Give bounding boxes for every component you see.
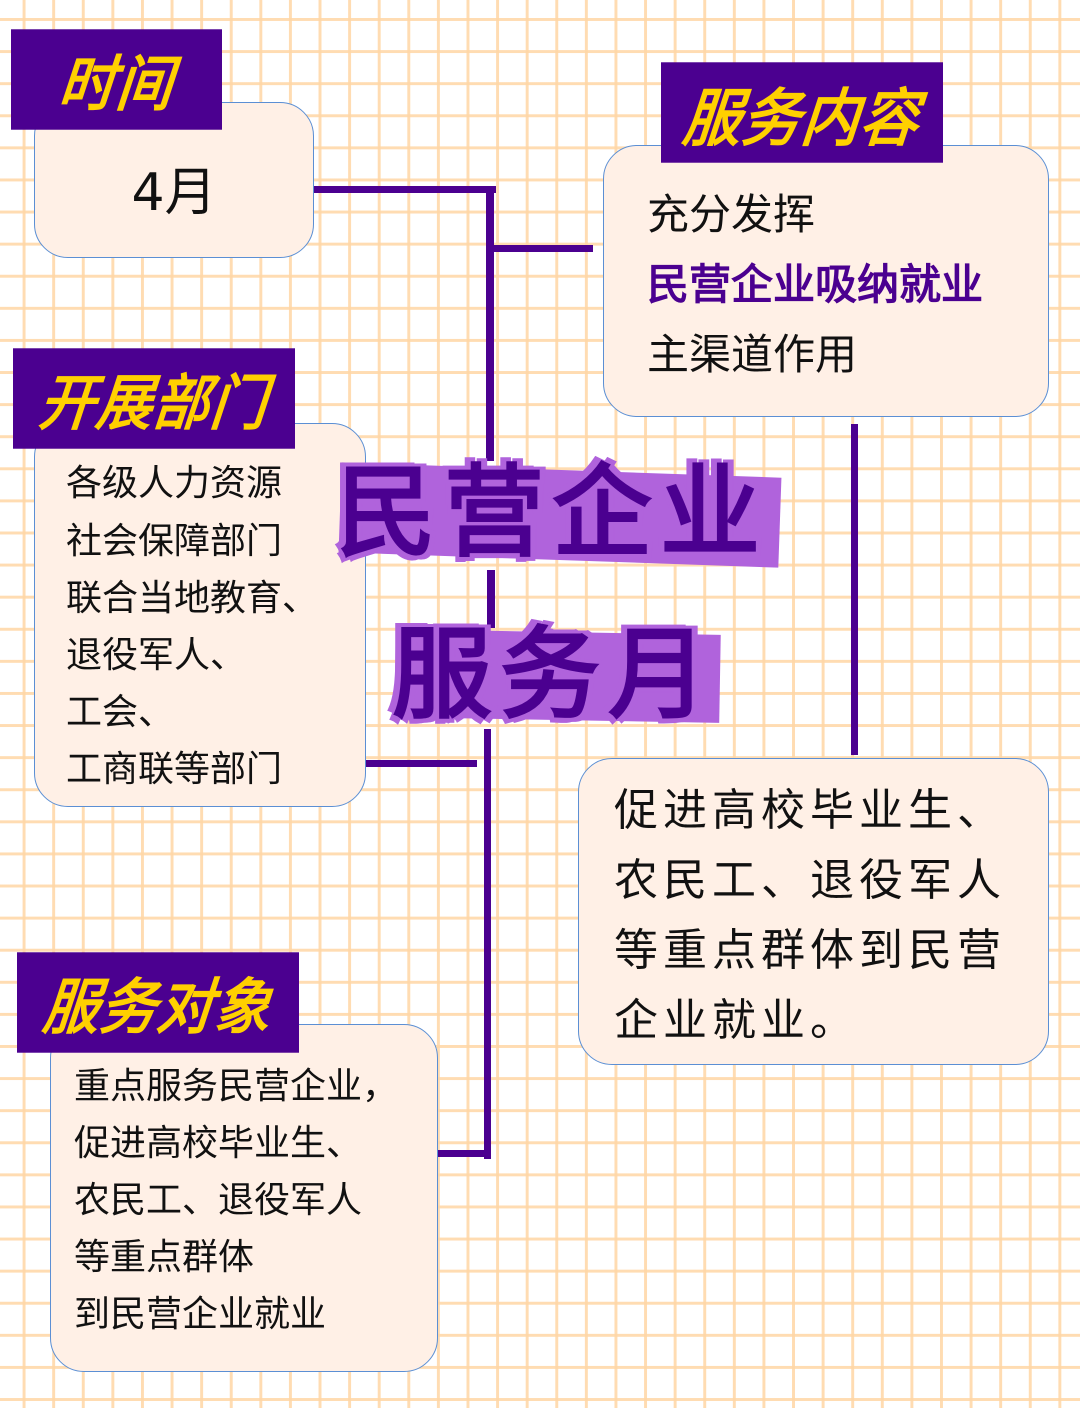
target-line: 促进高校毕业生、 — [74, 1123, 363, 1164]
connector-content-h — [490, 245, 593, 252]
goal-box: 促进高校毕业生、 农民工、退役军人 等重点群体到民营 企业就业。 — [578, 758, 1049, 1065]
target-line: 重点服务民营企业， — [74, 1066, 399, 1107]
content-line2-highlight: 民营企业吸纳就业 — [647, 260, 984, 309]
center-title-line2: 服务月 — [392, 616, 716, 733]
content-line3: 主渠道作用 — [647, 330, 858, 379]
content-tag-label: 服务内容 — [679, 81, 924, 155]
department-line: 退役军人、 — [66, 635, 247, 676]
connector-main-vertical-mid — [487, 570, 495, 628]
targets-box: 重点服务民营企业， 促进高校毕业生、 农民工、退役军人 等重点群体 到民营企业就… — [50, 1024, 438, 1372]
connector-time-h — [314, 186, 496, 193]
connector-dept-h — [362, 760, 477, 767]
departments-box: 各级人力资源 社会保障部门 联合当地教育、 退役军人、 工会、 工商联等部门 — [34, 423, 366, 807]
time-value: 4月 — [131, 163, 217, 223]
connector-targets-h — [438, 1150, 488, 1157]
goal-line: 促进高校毕业生、 — [614, 785, 1006, 836]
department-line: 各级人力资源 — [66, 463, 283, 504]
departments-tag: 开展部门 — [13, 348, 295, 449]
connector-main-vertical-lower — [484, 729, 491, 1159]
target-line: 农民工、退役军人 — [74, 1180, 363, 1221]
goal-line: 等重点群体到民营 — [614, 925, 1006, 976]
time-tag: 时间 — [11, 29, 222, 130]
time-tag-label: 时间 — [55, 49, 177, 120]
department-line: 工会、 — [66, 692, 175, 733]
target-line: 等重点群体 — [74, 1237, 255, 1278]
goal-line: 企业就业。 — [614, 995, 859, 1046]
content-box: 充分发挥 民营企业吸纳就业 主渠道作用 — [603, 145, 1049, 417]
target-line: 到民营企业就业 — [74, 1294, 327, 1335]
content-line1: 充分发挥 — [647, 190, 816, 239]
targets-tag: 服务对象 — [17, 952, 299, 1053]
department-line: 工商联等部门 — [66, 749, 283, 790]
department-line: 社会保障部门 — [66, 521, 283, 562]
content-tag: 服务内容 — [661, 62, 943, 163]
connector-main-vertical-upper — [486, 186, 494, 461]
connector-content-goal-v — [851, 424, 858, 755]
department-line: 联合当地教育、 — [66, 578, 319, 619]
center-title-line1: 民营企业 — [336, 454, 768, 571]
departments-tag-label: 开展部门 — [36, 368, 271, 439]
goal-line: 农民工、退役军人 — [614, 855, 1006, 906]
targets-tag-label: 服务对象 — [40, 972, 275, 1043]
